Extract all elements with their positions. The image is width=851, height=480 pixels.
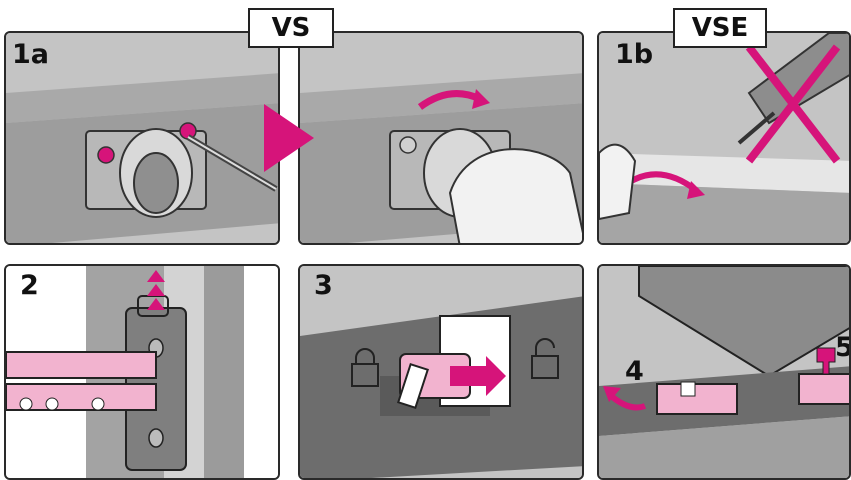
play-arrow-icon bbox=[0, 0, 851, 480]
